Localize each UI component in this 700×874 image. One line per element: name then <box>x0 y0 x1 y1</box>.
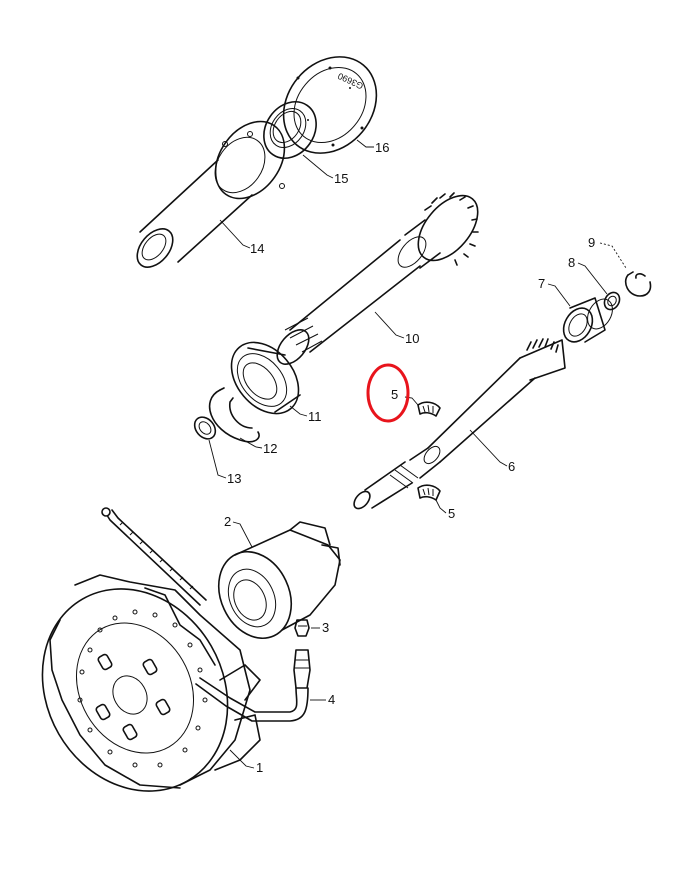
part-1-clutch-assembly <box>41 507 261 792</box>
part-16-gasket <box>282 56 378 154</box>
part-4-hose <box>195 649 326 722</box>
part-5-lower-needle-bearing <box>417 484 447 514</box>
part-6-input-shaft <box>353 338 566 510</box>
label-part-4: 4 <box>328 692 336 707</box>
label-part-14: 14 <box>250 241 265 256</box>
part-11-ball-bearing <box>230 341 308 417</box>
label-part-16: 16 <box>375 140 390 155</box>
part-15-oil-seal <box>263 101 334 179</box>
label-part-3: 3 <box>322 620 330 635</box>
label-part-9: 9 <box>588 235 596 250</box>
part-10-pto-shaft <box>276 192 479 365</box>
label-part-13: 13 <box>227 471 242 486</box>
highlight-circle <box>366 363 410 423</box>
label-part-15: 15 <box>334 171 349 186</box>
part-14-guide-sleeve <box>136 120 286 268</box>
label-part-7: 7 <box>538 276 546 291</box>
label-part-1: 1 <box>256 760 264 775</box>
part-5-upper-needle-bearing <box>404 396 441 417</box>
label-part-5-lower: 5 <box>448 506 456 521</box>
part-7-needle-roller-bearing <box>547 283 613 343</box>
label-part-8: 8 <box>568 255 576 270</box>
part-13-seal-ring <box>193 416 227 479</box>
label-part-2: 2 <box>224 514 232 529</box>
part-12-circlip <box>208 387 263 449</box>
part-8-snap-ring <box>577 262 621 311</box>
part-3-fitting <box>294 619 320 637</box>
label-part-12: 12 <box>263 441 278 456</box>
label-part-11: 11 <box>308 409 322 424</box>
part-2-release-bearing <box>217 521 341 640</box>
label-part-5-upper: 5 <box>391 387 399 402</box>
label-part-6: 6 <box>508 459 516 474</box>
part-9-circlip <box>599 242 652 297</box>
label-part-10: 10 <box>405 331 420 346</box>
